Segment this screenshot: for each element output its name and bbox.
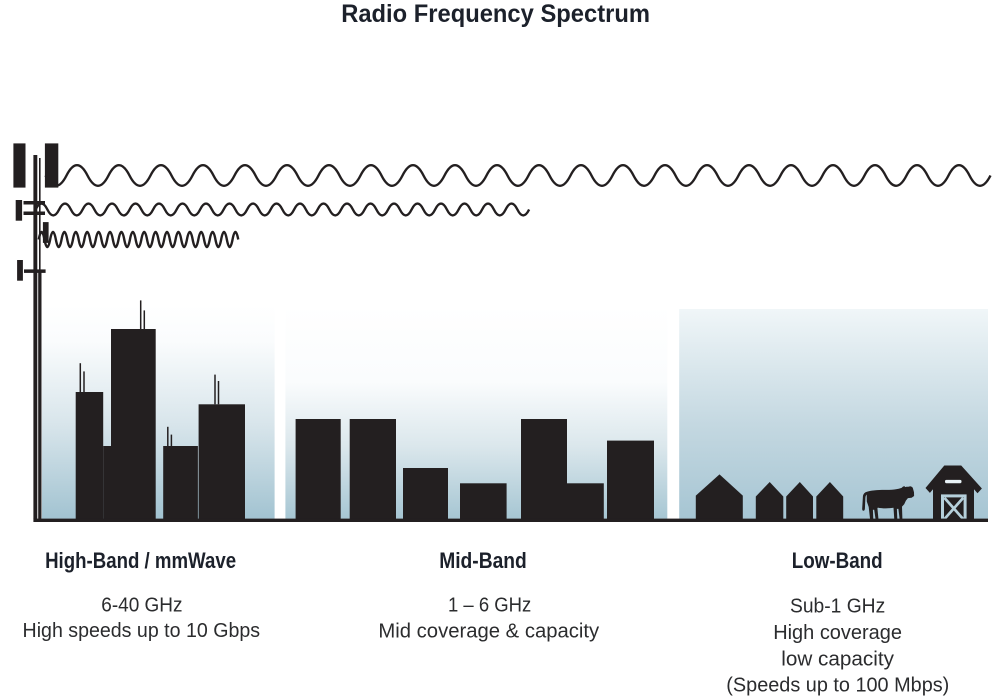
svg-text:low capacity: low capacity xyxy=(781,648,894,670)
svg-text:(Speeds up to 100 Mbps): (Speeds up to 100 Mbps) xyxy=(726,674,949,696)
svg-text:Low-Band: Low-Band xyxy=(792,548,883,573)
svg-text:Mid coverage & capacity: Mid coverage & capacity xyxy=(378,621,599,643)
svg-text:1 – 6 GHz: 1 – 6 GHz xyxy=(448,595,531,617)
svg-text:Radio Frequency Spectrum: Radio Frequency Spectrum xyxy=(341,0,650,28)
svg-text:6-40 GHz: 6-40 GHz xyxy=(101,595,182,617)
svg-text:High-Band / mmWave: High-Band / mmWave xyxy=(45,548,236,573)
svg-text:High speeds up to 10 Gbps: High speeds up to 10 Gbps xyxy=(23,620,261,642)
svg-text:High coverage: High coverage xyxy=(773,622,902,644)
svg-text:Sub-1 GHz: Sub-1 GHz xyxy=(790,595,885,617)
svg-text:Mid-Band: Mid-Band xyxy=(439,548,527,573)
